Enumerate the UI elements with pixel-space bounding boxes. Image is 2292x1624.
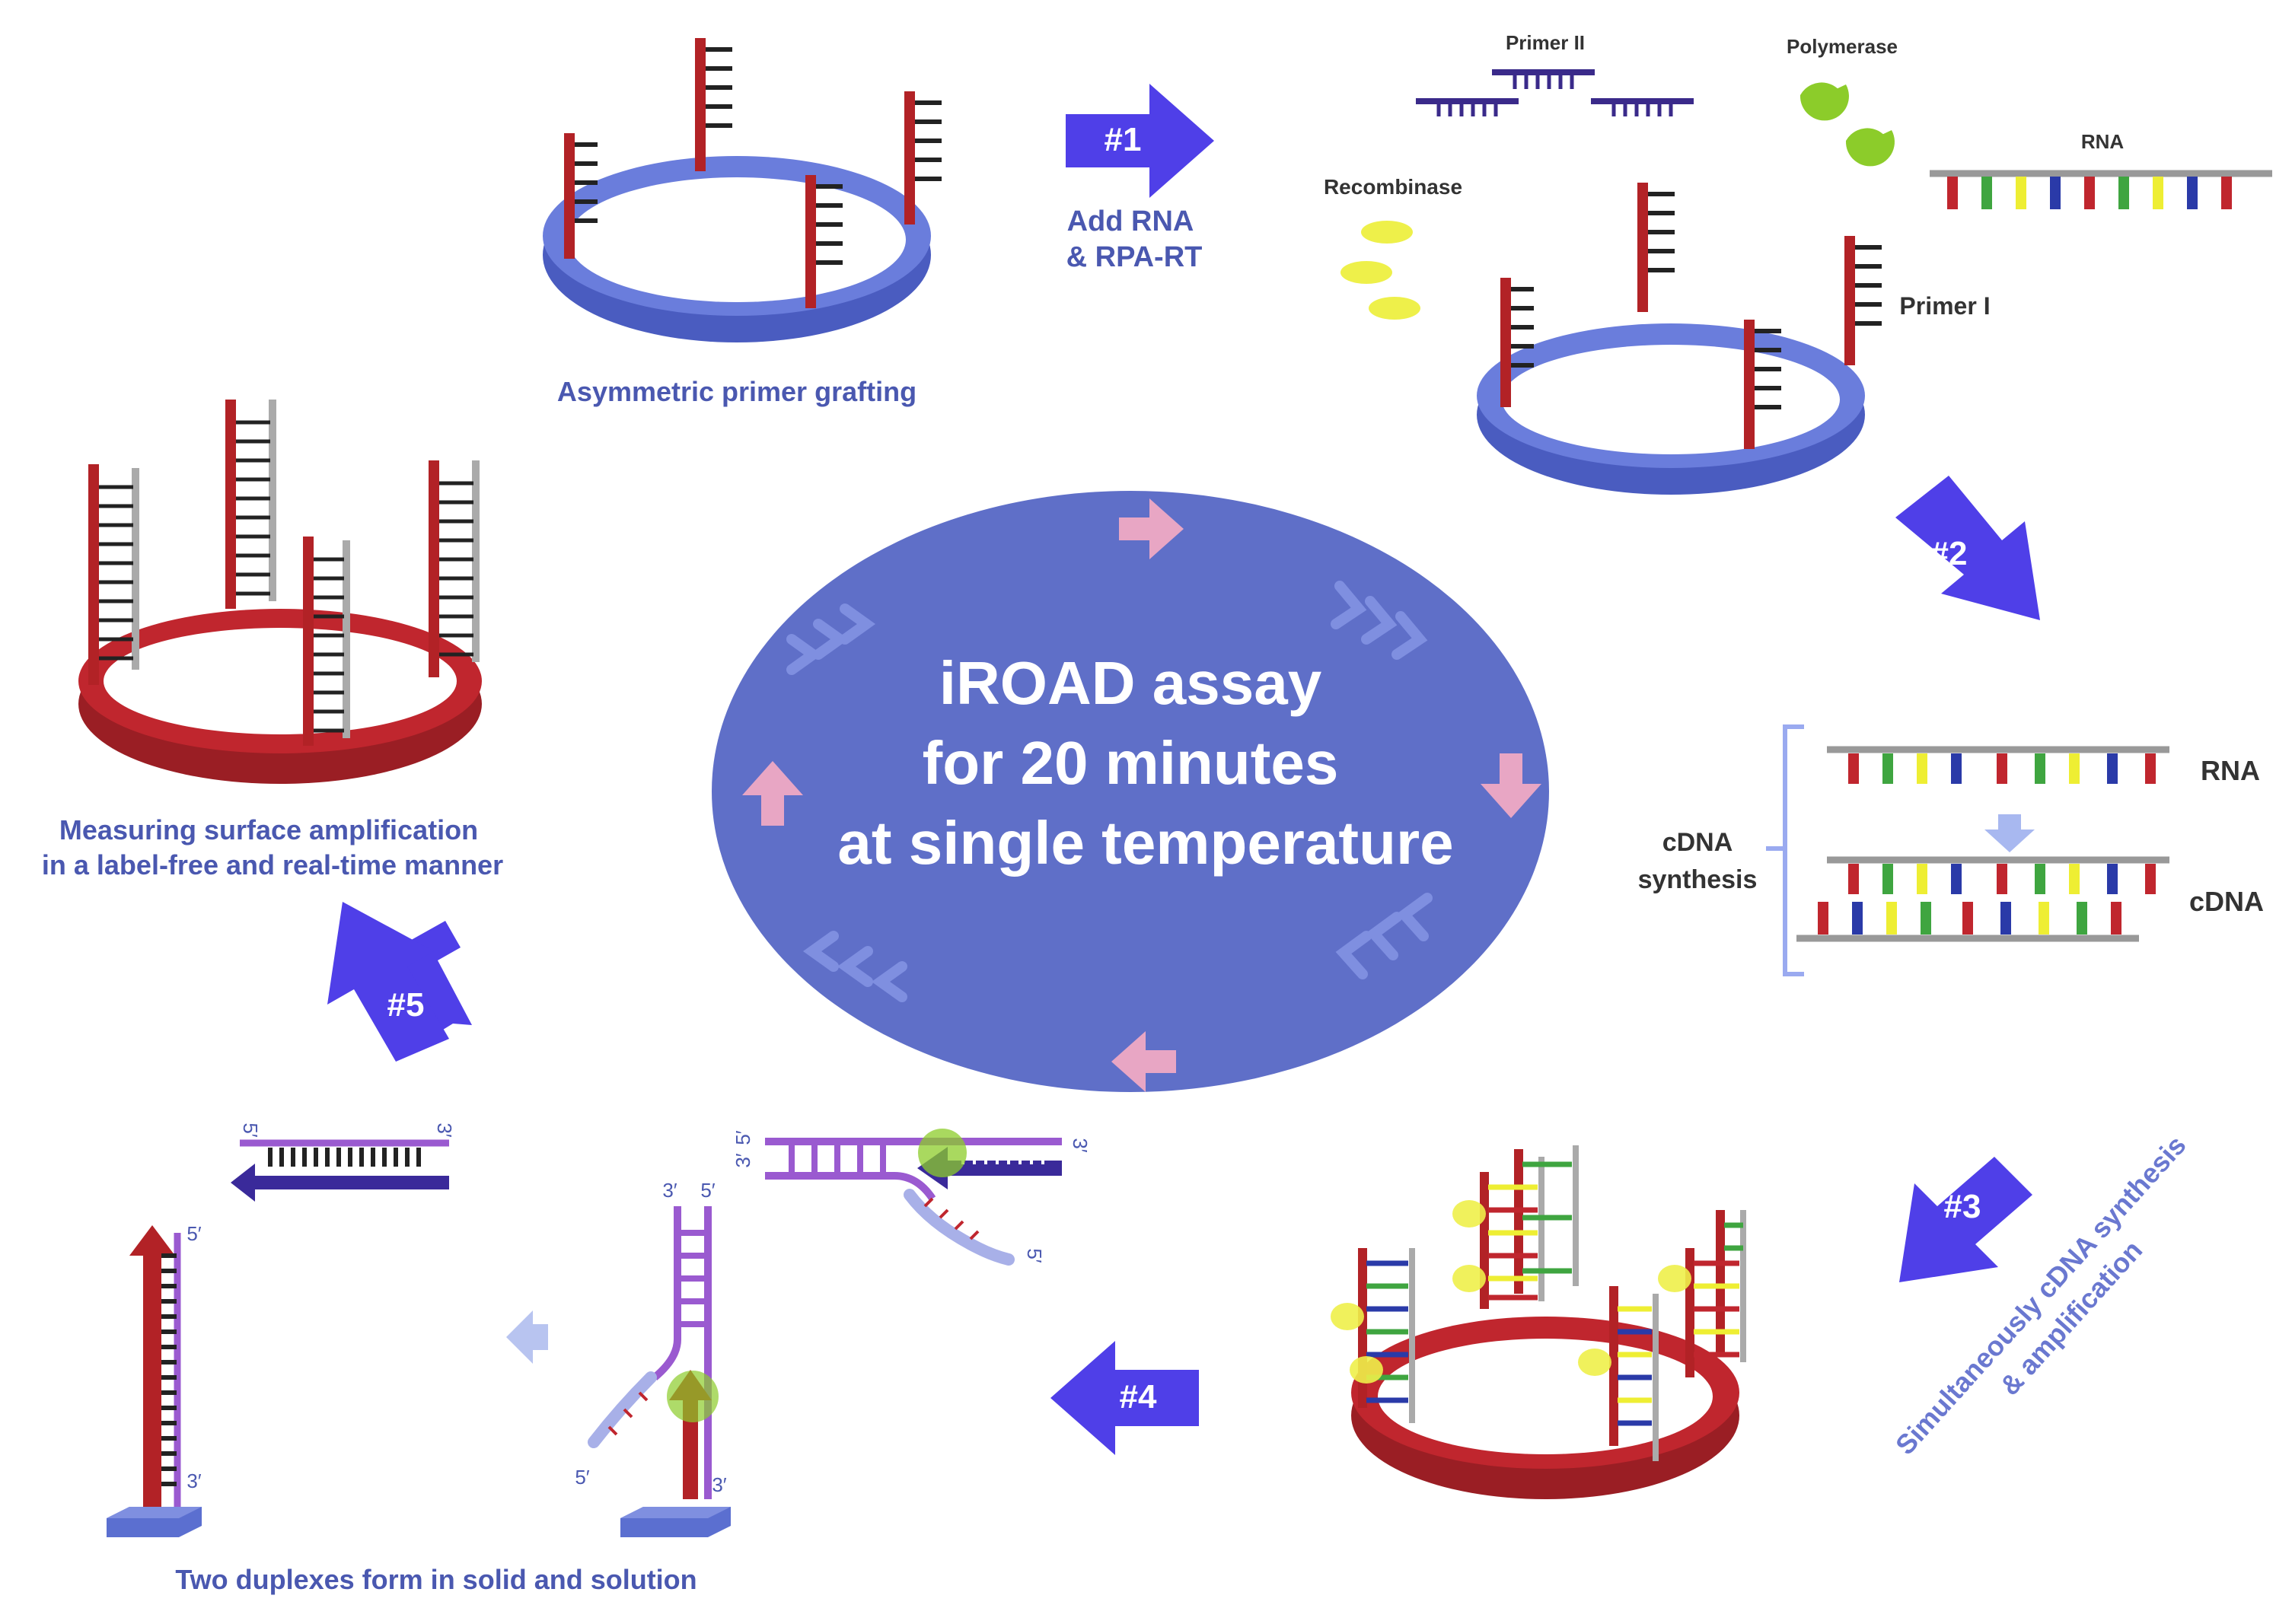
reagents-group: Primer II Polymerase Recombinase RNA (1324, 31, 2272, 495)
step-1-arrow (1066, 84, 1214, 198)
solid-duplex-forming: 3′ 5′ 5′ 3′ (575, 1179, 731, 1537)
primer-teeth-ring-1 (575, 47, 942, 265)
label-primer-i: Primer I (1899, 292, 1990, 320)
recombinase-icons (1340, 221, 1420, 320)
blue-ring-1-hole (568, 177, 906, 302)
step-4-arrow-group: #4 (1050, 1341, 1199, 1455)
step-3-arrow-group: #3 Simultaneously cDNA synthesis & ampli… (1889, 1129, 2192, 1460)
center-ellipse-group: iROAD assay for 20 minutes at single tem… (712, 491, 1549, 1092)
label-simultaneous-1: Simultaneously cDNA synthesis (1889, 1129, 2192, 1460)
label-primer-ii: Primer II (1506, 31, 1585, 54)
rna-cdna-duplex (1796, 856, 2169, 942)
center-title-line3: at single temperature (837, 809, 1453, 877)
blue-ring-2-hole (1502, 345, 1840, 454)
step-2-arrow-group: #2 (1895, 476, 2040, 620)
step-3-arrow (1899, 1157, 2032, 1282)
label-rna-top: RNA (2081, 130, 2125, 153)
cdna-synthesis-group: cDNA synthesis RNA (1638, 724, 2264, 976)
label-rpa-rt: & RPA-RT (1066, 241, 1203, 273)
step-4-label: #4 (1120, 1378, 1157, 1415)
rna-strand-cdna (1827, 746, 2169, 784)
end-label: 5′ (186, 1222, 201, 1245)
solution-duplex: 5′ 3′ (231, 1122, 456, 1202)
center-title-line1: iROAD assay (939, 649, 1322, 717)
step-5-arrow-group: #5 (327, 902, 472, 1062)
end-label: 5′ (239, 1122, 262, 1137)
end-label: 3′ (732, 1153, 754, 1167)
label-measuring-1: Measuring surface amplification (59, 814, 478, 845)
red-ring-amp-hole (1378, 1339, 1713, 1454)
recombinase-icon (1361, 221, 1413, 244)
end-label: 5′ (700, 1179, 715, 1202)
end-label: 3′ (433, 1122, 456, 1137)
label-rna-cdna: RNA (2201, 755, 2260, 786)
amplification-ring-group (1331, 1145, 1746, 1499)
red-ring-measure-hole (104, 628, 457, 734)
polymerase-icon (1799, 82, 1849, 121)
strand-displacement-group: 3′ 5′ 3′ 5′ 3′ 5′ 5′ 3′ (506, 1129, 1092, 1537)
end-label: 3′ (186, 1470, 201, 1492)
primers-ring-1 (564, 38, 915, 308)
polymerase-icons (1799, 82, 1895, 167)
label-asymmetric-grafting: Asymmetric primer grafting (557, 376, 916, 407)
end-label: 5′ (732, 1130, 754, 1145)
step-2-label: #2 (1930, 535, 1968, 572)
rna-top-strand (1930, 170, 2272, 209)
step-3-label: #3 (1944, 1188, 1981, 1225)
step-1-arrow-group: #1 Add RNA & RPA-RT (1066, 84, 1214, 273)
end-label: 3′ (662, 1179, 677, 1202)
end-label: 5′ (575, 1466, 589, 1489)
recombinase-icon (1340, 261, 1392, 284)
pink-arrow-left (742, 761, 803, 826)
label-two-duplexes: Two duplexes form in solid and solution (175, 1564, 697, 1595)
end-label: 3′ (712, 1473, 726, 1496)
measuring-ring-group: Measuring surface amplification in a lab… (42, 400, 503, 880)
ellipse-chevrons (786, 581, 1433, 1002)
displacement-small-arrow (506, 1310, 548, 1364)
ellipse-pink-arrows (742, 498, 1541, 1092)
asymmetric-grafting-group: Asymmetric primer grafting (543, 38, 942, 407)
primers-ring-2 (1500, 183, 1855, 449)
primer-teeth-ring-2 (1511, 192, 1882, 409)
two-duplexes-group: 5′ 3′ 5′ 3′ Two duplexes form in solid a… (107, 1122, 697, 1595)
solution-duplex-forming: 3′ 5′ 3′ 5′ (732, 1129, 1092, 1266)
measure-duplexes (88, 400, 480, 746)
step-5-label: #5 (387, 986, 425, 1024)
end-label: 3′ (1069, 1138, 1092, 1152)
label-add-rna: Add RNA (1067, 205, 1194, 237)
step-2-arrow (1895, 476, 2040, 620)
label-measuring-2: in a label-free and real-time manner (42, 849, 503, 880)
polymerase-icon (1845, 128, 1895, 167)
solid-duplex: 5′ 3′ (107, 1222, 202, 1537)
center-ellipse (712, 491, 1549, 1092)
label-cdna: cDNA (2189, 886, 2264, 917)
step-4-arrow (1050, 1341, 1199, 1455)
amp-duplexes (1331, 1145, 1746, 1461)
step-1-label: #1 (1105, 121, 1142, 158)
label-polymerase: Polymerase (1787, 35, 1898, 58)
label-cdna-synthesis-1: cDNA (1662, 828, 1733, 857)
pink-arrow-bottom (1111, 1031, 1176, 1092)
recombinase-icon (1369, 297, 1420, 320)
label-recombinase: Recombinase (1324, 175, 1462, 199)
cdna-down-arrow (1984, 814, 2035, 852)
center-title-line2: for 20 minutes (923, 729, 1339, 797)
cdna-bracket (1766, 724, 1804, 976)
pink-arrow-top (1119, 498, 1184, 559)
pink-arrow-right (1481, 753, 1541, 818)
end-label: 5′ (1023, 1248, 1046, 1263)
primer-ii-strands (1416, 69, 1694, 116)
label-cdna-synthesis-2: synthesis (1638, 865, 1758, 894)
